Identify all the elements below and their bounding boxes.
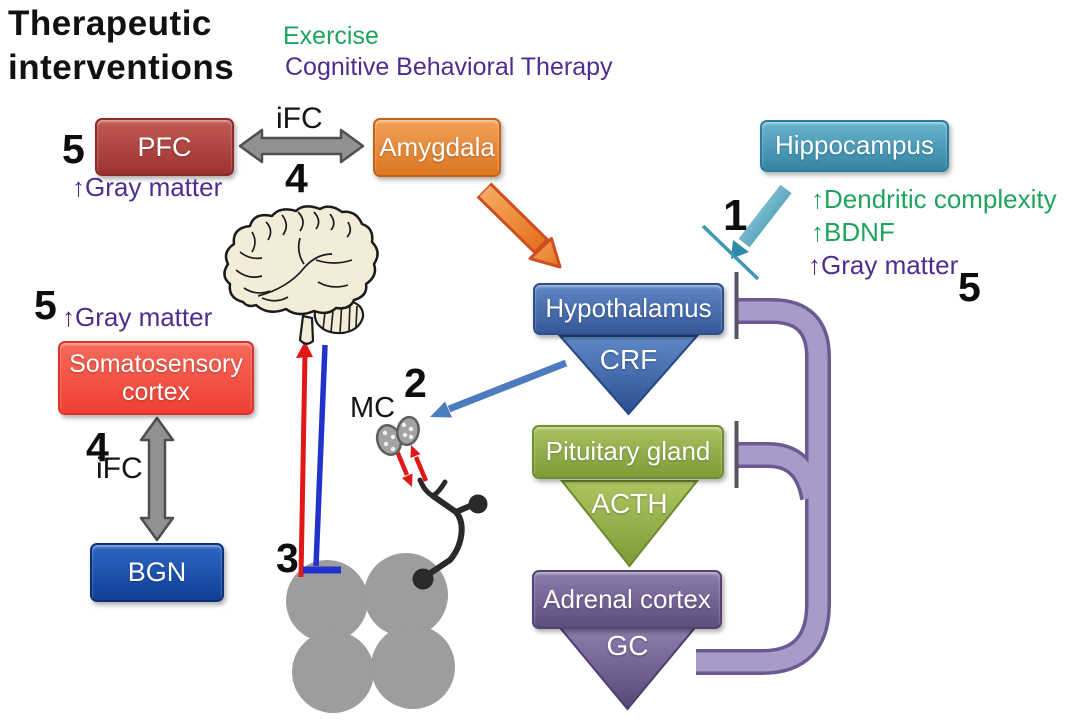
hippocampus-node: Hippocampus [760,120,949,172]
somatosensory-bgn-ifc-arrow [139,416,175,542]
brain-illustration [223,205,379,345]
somatosensory-gray-matter-label: ↑Gray matter [62,302,213,332]
ifc-top-label: iFC [276,102,323,135]
descending-blue-inhibitor [303,344,341,574]
page-title-line1: Therapeutic [8,4,212,43]
visceral-organ-clover [286,553,455,713]
hypothalamus-node: Hypothalamus [533,283,724,335]
number-5-hippocampus: 5 [958,264,981,310]
number-5-somatosensory: 5 [34,282,57,328]
intervention-exercise-label: Exercise [283,22,379,50]
somatosensory-cortex-node: Somatosensory cortex [58,341,254,415]
crf-label: CRF [599,344,658,375]
acth-label: ACTH [591,488,668,519]
number-4-top: 4 [285,155,308,201]
adrenal-cortex-node: Adrenal cortex [532,570,722,629]
page-title: Therapeutic interventions [8,2,234,90]
sensory-nerve [412,477,488,590]
crf-mc-arrow [430,359,568,418]
hippocampus-bdnf-label: ↑BDNF [811,217,895,247]
number-1: 1 [723,191,748,240]
amygdala-node: Amygdala [373,118,501,177]
pfc-gray-matter-label: ↑Gray matter [72,172,223,202]
number-3: 3 [276,535,299,581]
mast-cell-label: MC [350,392,396,424]
number-2: 2 [404,360,427,406]
pfc-node: PFC [95,118,234,176]
ifc-left-label: iFC [96,452,143,485]
page-title-line2: interventions [8,48,235,88]
intervention-cbt-label: Cognitive Behavioral Therapy [285,53,613,81]
pituitary-node: Pituitary gland [532,425,724,479]
number-4-left: 4 [86,424,109,470]
amygdala-hypothalamus-arrow [476,182,562,269]
gc-label: GC [606,630,649,661]
hippocampus-gray-matter-label: ↑Gray matter [808,250,959,280]
mc-nerve-red-arrows [394,445,429,487]
hippocampus-dendritic-label: ↑Dendritic complexity [811,184,1057,214]
number-5-pfc: 5 [62,126,85,172]
bgn-node: BGN [90,543,224,602]
